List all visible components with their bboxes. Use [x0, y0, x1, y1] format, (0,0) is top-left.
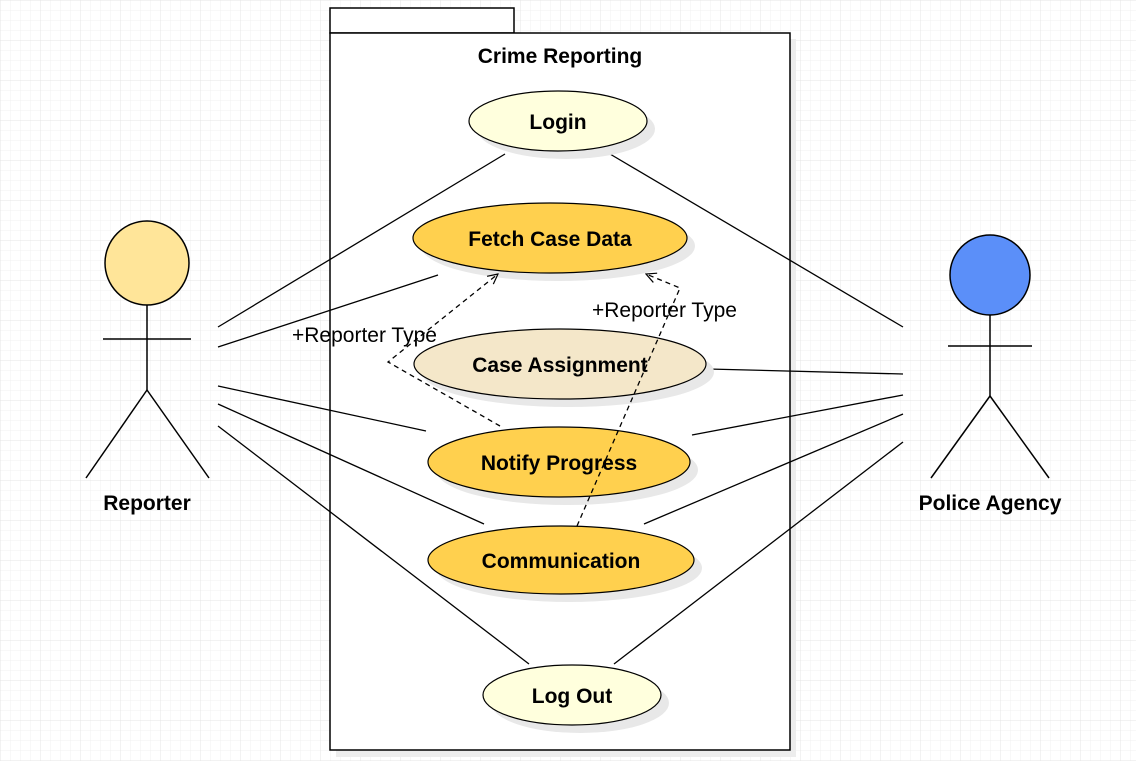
use-case-ellipse [482, 664, 662, 726]
use-case-label: Notify Progress [481, 452, 637, 475]
assoc-police-comm [643, 413, 904, 525]
use-case-label: Fetch Case Data [468, 228, 632, 251]
package-tab [329, 7, 515, 34]
use-case-label: Case Assignment [472, 354, 647, 377]
use-case-ellipse [413, 328, 707, 400]
use-case-case-assignment[interactable]: Case Assignment [413, 328, 714, 407]
use-case-label: Communication [482, 550, 641, 573]
actor-head [949, 234, 1031, 316]
actor-police-agency-label: Police Agency [919, 492, 1062, 515]
actor-right-leg [146, 389, 210, 479]
actor-reporter-label: Reporter [103, 492, 191, 515]
dependency-comm-to-fetch[interactable]: +Reporter Type [576, 274, 737, 527]
dependency-label: +Reporter Type [592, 299, 737, 322]
actor-left-leg [85, 389, 148, 479]
actor-right-leg [989, 395, 1050, 479]
assoc-reporter-fetch [217, 274, 439, 348]
assoc-police-login [609, 153, 904, 328]
use-case-login[interactable]: Login [468, 90, 655, 159]
actor-police-agency[interactable] [930, 234, 1050, 479]
use-case-communication[interactable]: Communication [427, 525, 702, 602]
assoc-reporter-notify [217, 385, 427, 432]
dependency-line [386, 274, 501, 427]
use-case-label: Login [529, 111, 586, 134]
assoc-police-notify [691, 394, 904, 436]
use-case-ellipse [427, 426, 691, 498]
package-title: Crime Reporting [478, 45, 643, 68]
actor-head [104, 220, 190, 306]
use-case-label: Log Out [532, 685, 612, 708]
assoc-reporter-login [217, 153, 506, 328]
use-case-ellipse [468, 90, 648, 152]
assoc-police-assign [707, 368, 904, 375]
police-associations [609, 153, 904, 665]
assoc-reporter-logout [217, 425, 530, 665]
use-case-notify-progress[interactable]: Notify Progress [427, 426, 698, 505]
use-case-ellipse [412, 202, 688, 274]
use-case-log-out[interactable]: Log Out [482, 664, 669, 733]
use-case-ellipse [427, 525, 695, 595]
reporter-associations [217, 153, 530, 665]
use-case-fetch-case-data[interactable]: Fetch Case Data [412, 202, 695, 281]
actor-left-leg [930, 395, 991, 479]
assoc-reporter-comm [217, 403, 485, 525]
dependency-line [576, 274, 681, 527]
assoc-police-logout [613, 441, 904, 665]
dependency-label: +Reporter Type [292, 324, 437, 347]
dependency-notify-to-fetch[interactable]: +Reporter Type [292, 274, 501, 427]
actor-reporter[interactable] [85, 220, 210, 479]
